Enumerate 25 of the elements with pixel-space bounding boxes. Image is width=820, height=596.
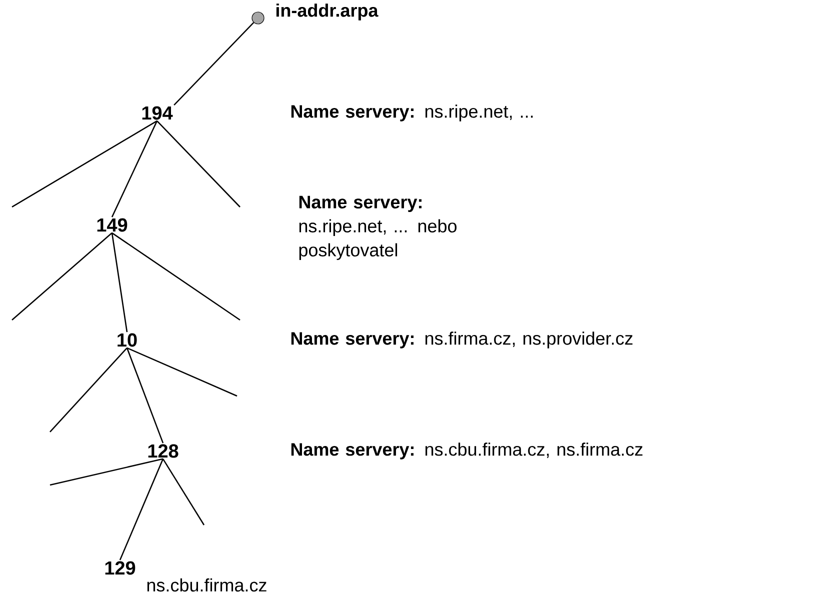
server-note: Name servery: ns.cbu.firma.cz, ns.firma.cz	[291, 442, 642, 460]
server-note: ns.cbu.firma.cz	[147, 578, 266, 592]
node-number: 194	[142, 106, 173, 120]
server-note: in-addr.arpa	[276, 4, 378, 20]
tree-line	[12, 120, 158, 208]
tree-line	[156, 120, 240, 208]
tree-line	[12, 232, 112, 320]
node-number: 129	[105, 561, 136, 575]
tree-line	[50, 458, 164, 486]
tree-line	[112, 232, 240, 321]
node-number: 128	[148, 444, 178, 458]
server-note: Name servery: ns.ripe.net, ...	[291, 104, 533, 122]
server-note: Name servery: ns.ripe.net, ... nebo poskytovatel	[299, 196, 457, 260]
tree-line	[174, 22, 254, 106]
node-number: 10	[118, 333, 137, 347]
tree-line	[119, 458, 164, 560]
root-circle	[252, 12, 264, 24]
server-note: Name servery: ns.firma.cz, ns.provider.cz	[291, 332, 632, 348]
tree-line	[111, 232, 128, 332]
tree-line	[111, 120, 158, 218]
node-number: 149	[97, 218, 128, 232]
tree-line	[126, 348, 164, 444]
tree-line	[126, 347, 238, 397]
tree-line	[162, 458, 205, 526]
tree-line	[50, 347, 128, 432]
